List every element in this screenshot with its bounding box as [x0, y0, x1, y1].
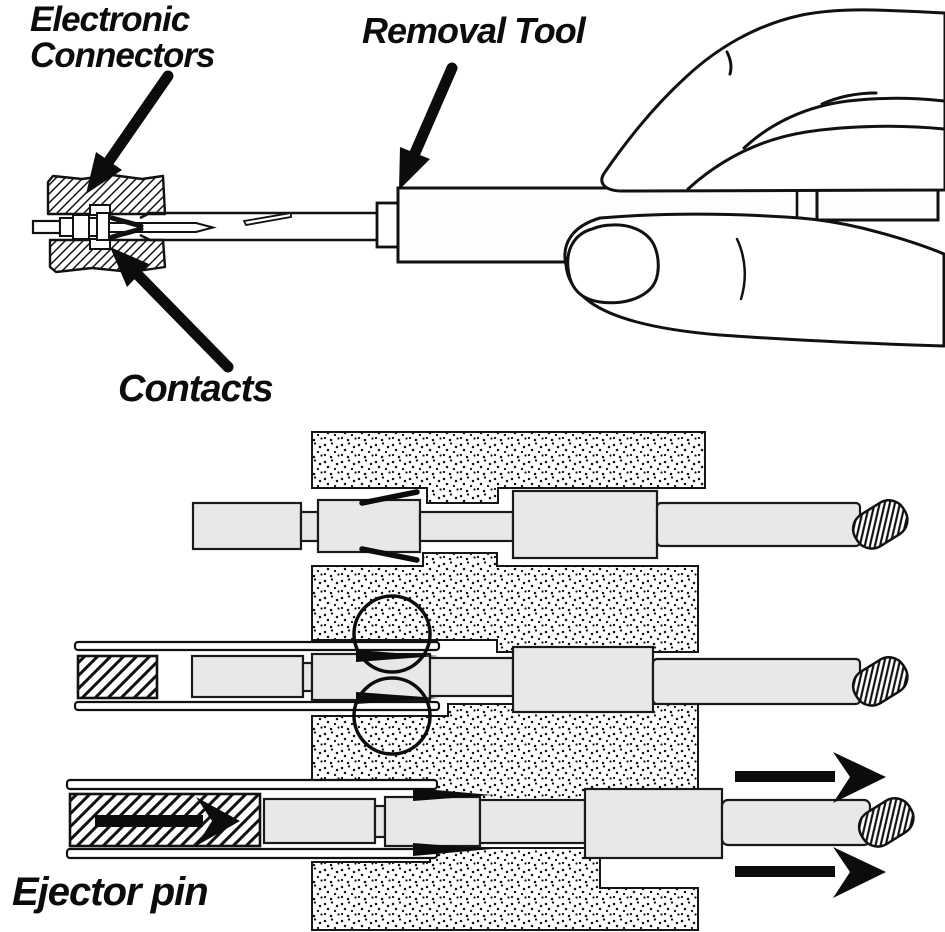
tool-sleeve-bottom-wall [65, 847, 439, 860]
thumbnail [566, 223, 660, 305]
tool-grip-band [795, 188, 819, 221]
detail-circle-top [352, 594, 432, 674]
wire [720, 798, 872, 847]
contact-neck [373, 804, 387, 839]
label-line: Connectors [30, 36, 215, 76]
stage1-contact-locked [191, 489, 909, 563]
tine-compressed-top [356, 650, 438, 662]
removal-tool-shaft [139, 211, 398, 242]
housing-wall-2 [311, 552, 699, 653]
contact-stem [428, 656, 515, 698]
finger-crease-2 [742, 96, 945, 150]
contact-stem [418, 510, 515, 543]
contact-shoulder [511, 645, 655, 714]
contacts-arrow-icon [110, 247, 234, 373]
label-removal-tool: Removal Tool [362, 10, 586, 51]
thumb-crease [735, 237, 746, 301]
electronic-connectors-arrow-icon [86, 70, 174, 194]
knuckle-crease [725, 50, 733, 76]
tine-compressed-bottom [413, 843, 492, 856]
thumb [563, 212, 945, 348]
housing-walls [311, 431, 706, 931]
wire [655, 501, 862, 548]
label-line: Electronic [30, 0, 190, 39]
extraction-arrow-top-icon [735, 752, 886, 803]
housing-wall-4 [311, 847, 699, 931]
wire-frayed-end [851, 499, 909, 550]
tool-sleeve-top-wall [65, 778, 439, 791]
contact-in-connector [31, 212, 217, 241]
retention-tine-bottom [109, 226, 144, 240]
contact-shoulder [511, 489, 659, 560]
contact-neck [299, 510, 320, 543]
tine-compressed-top [413, 788, 492, 801]
contact-barrel [383, 795, 482, 848]
contact-tip [262, 797, 377, 845]
contact-barrel [316, 498, 422, 554]
ejector-push-arrow-icon [95, 797, 240, 846]
contact-tip [190, 654, 305, 699]
housing-wall-1 [311, 431, 706, 504]
contact-neck [301, 661, 314, 693]
finger-crease-1 [686, 124, 945, 191]
tool-end-cap [815, 186, 940, 222]
label-ejector-pin: Ejector pin [12, 870, 209, 914]
wire [651, 657, 862, 706]
tool-sleeve-bottom-wall [73, 700, 441, 712]
detail-circle-bottom [352, 676, 432, 756]
contact-shoulder [583, 787, 724, 860]
tool-sleeve-top-wall [73, 640, 441, 652]
hand [563, 8, 945, 348]
index-finger [600, 8, 945, 193]
stage2-tool-inserted [73, 594, 909, 756]
label-electronic-connectors: Electronic Connectors [30, 0, 215, 76]
ejector-pin-rod [76, 654, 159, 700]
extraction-arrow-bottom-icon [735, 847, 886, 898]
contact-pin [108, 222, 217, 233]
removal-tool-arrow-icon [399, 62, 458, 190]
contact-tip [191, 501, 303, 551]
tine-compressed-bottom [356, 692, 438, 704]
wire-frayed-end [851, 656, 909, 707]
tool-collar [375, 201, 400, 249]
contact-stem [478, 798, 587, 845]
shaft-slot [242, 211, 292, 227]
stage3-contact-ejected [65, 752, 915, 898]
callout-arrows [86, 62, 458, 373]
finger-crease-3 [820, 91, 878, 106]
retention-tine-top [109, 215, 144, 229]
label-contacts: Contacts [118, 368, 274, 410]
tine-sprung-bottom [359, 546, 420, 563]
tine-sprung-top [359, 489, 420, 506]
wire-frayed-end [857, 797, 915, 848]
